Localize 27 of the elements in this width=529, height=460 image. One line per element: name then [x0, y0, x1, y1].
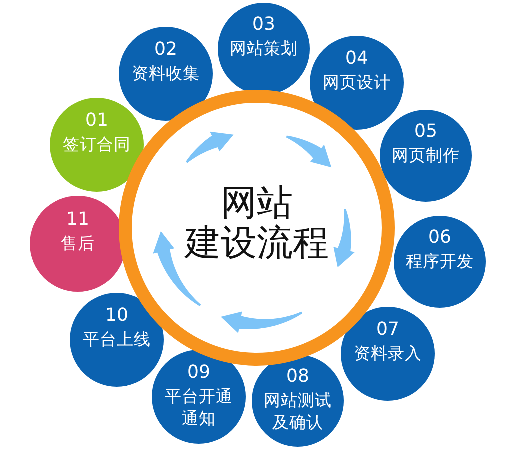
- curved-arrow: [286, 135, 332, 168]
- step-label: 程序开发: [405, 251, 475, 273]
- step-label: 平台开通通知: [164, 386, 234, 430]
- step-number: 10: [106, 304, 128, 328]
- step-label: 签订合同: [62, 134, 132, 156]
- step-number: 06: [428, 226, 452, 250]
- step-label: 资料录入: [353, 343, 423, 365]
- step-label: 售后: [60, 233, 96, 255]
- step-number: 09: [188, 361, 210, 385]
- step-number: 03: [252, 13, 276, 37]
- step-label: 网页设计: [322, 72, 392, 94]
- step-number: 04: [346, 47, 368, 71]
- step-number: 07: [376, 318, 400, 342]
- step-number: 11: [66, 208, 90, 232]
- curved-arrow: [221, 311, 303, 334]
- step-label: 平台上线: [82, 329, 152, 351]
- step-label: 网页制作: [391, 145, 461, 167]
- step-number: 01: [86, 109, 108, 133]
- center-title: 网站建设流程: [184, 184, 330, 264]
- step-number: 05: [414, 120, 438, 144]
- step-label: 资料收集: [131, 63, 201, 85]
- curved-arrow: [333, 209, 355, 268]
- step-label: 网站策划: [229, 38, 299, 60]
- step-number: 08: [286, 365, 310, 389]
- step-label: 网站测试及确认: [263, 390, 333, 434]
- curved-arrow: [186, 131, 234, 164]
- step-number: 02: [154, 38, 178, 62]
